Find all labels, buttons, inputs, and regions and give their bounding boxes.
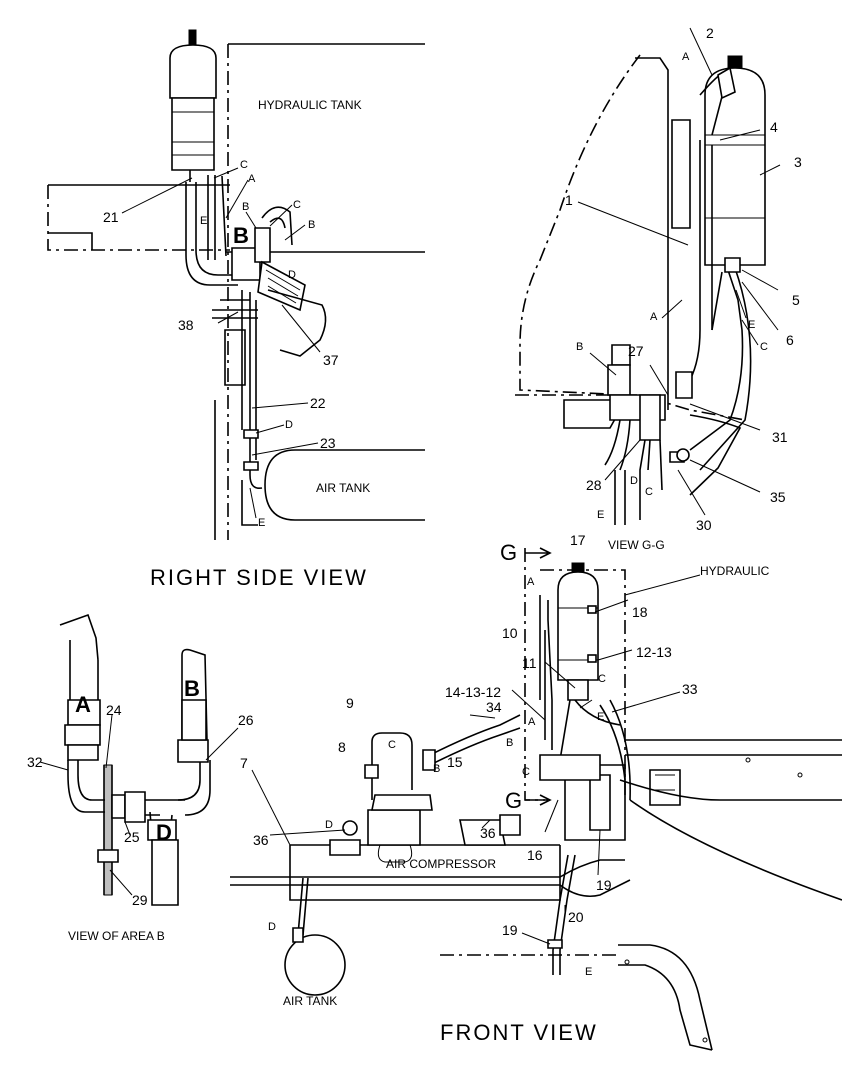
callout-15: 15 [447,754,463,770]
hose-letter: D [325,819,333,831]
area-b-marker: B [233,223,249,248]
callout-37: 37 [323,352,339,368]
view-gg-title: VIEW G-G [608,538,665,552]
callout-16: 16 [527,847,543,863]
callout-7: 7 [240,755,248,771]
hose-letter: C [598,673,606,685]
view-gg [515,27,781,525]
callout-27: 27 [628,343,644,359]
titles: RIGHT SIDE VIEW FRONT VIEW VIEW G-G VIEW… [68,538,665,1045]
air-compressor-label: AIR COMPRESSOR [386,857,496,871]
callout-34: 34 [486,699,502,715]
callout-25: 25 [124,829,140,845]
hose-letter: B [576,341,583,353]
right-side-view [47,29,425,540]
area-b-hose-d: D [156,820,172,845]
callout-32: 32 [27,754,43,770]
callout-14-13-12: 14-13-12 [445,684,501,700]
hose-letter: A [682,51,690,63]
hose-letter: E [597,711,604,723]
callout-35: 35 [770,489,786,505]
hose-letter: E [585,966,592,978]
callout-numbers: 1 2 3 4 5 6 7 8 9 10 11 12-13 14-13-12 1… [27,25,802,938]
hose-letter: E [748,319,755,331]
callout-28: 28 [586,477,602,493]
callout-38: 38 [178,317,194,333]
callout-10: 10 [502,625,518,641]
callout-24: 24 [106,702,122,718]
component-labels: HYDRAULIC TANK AIR TANK AIR TANK AIR COM… [75,98,770,1008]
hose-letter: D [285,419,293,431]
hose-letter: A [527,576,535,588]
callout-1: 1 [565,192,573,208]
callout-31: 31 [772,429,788,445]
hydraulic-reservoir [671,55,766,266]
callout-2: 2 [706,25,714,41]
hose-letter: E [597,509,604,521]
callout-33: 33 [682,681,698,697]
hose-letter: C [522,766,530,778]
air-compressor-body [289,794,561,901]
callout-19a: 19 [596,877,612,893]
hose-letter: C [388,739,396,751]
callout-9: 9 [346,695,354,711]
front-view-title: FRONT VIEW [440,1020,598,1045]
hose-letter: E [200,215,207,227]
callout-17: 17 [570,532,586,548]
hose-letter: B [506,737,513,749]
callout-23: 23 [320,435,336,451]
valve-block [231,206,306,312]
right-side-view-title: RIGHT SIDE VIEW [150,565,368,590]
callout-3: 3 [794,154,802,170]
hose-letter: C [645,486,653,498]
callout-22: 22 [310,395,326,411]
hose-letter: B [242,201,249,213]
section-mark-g-top: G [500,540,519,565]
callout-6: 6 [786,332,794,348]
callout-26: 26 [238,712,254,728]
front-reservoir [557,562,599,701]
hose-letter: C [760,341,768,353]
callout-4: 4 [770,119,778,135]
air-tank-right-label: AIR TANK [316,481,370,495]
callout-36a: 36 [253,832,269,848]
hose-letter: D [288,269,296,281]
hose-letter: A [650,311,658,323]
callout-11: 11 [522,655,537,671]
callout-5: 5 [792,292,800,308]
area-b-hose-b: B [184,676,200,701]
callout-30: 30 [696,517,712,533]
air-tank-front [284,934,346,996]
hose-letter: C [293,199,301,211]
hose-letter: D [630,475,638,487]
breather-filter [169,29,217,182]
callout-8: 8 [338,739,346,755]
hose-letter: A [528,716,536,728]
area-b-hose-a: A [75,692,91,717]
hydraulic-tank-label: HYDRAULIC TANK [258,98,362,112]
section-mark-g-bottom: G [505,788,524,813]
air-tank-front-label: AIR TANK [283,994,337,1008]
hose-letter: E [258,517,265,529]
callout-20: 20 [568,909,584,925]
callout-29: 29 [132,892,148,908]
hose-letter: A [248,173,256,185]
front-view [230,547,842,1051]
callout-12-13: 12-13 [636,644,672,660]
hose-letter: D [268,921,276,933]
air-tank-right [264,449,425,521]
hose-letter: B [433,763,440,775]
callout-18: 18 [632,604,648,620]
hose-letters: C A E B C B D D E A E C A B D C E A C A … [200,51,768,978]
callout-21: 21 [103,209,119,225]
hydraulic-front-label: HYDRAULIC [700,564,770,578]
callout-36b: 36 [480,825,496,841]
view-area-b-title: VIEW OF AREA B [68,929,165,943]
callout-19b: 19 [502,922,518,938]
hose-letter: B [308,219,315,231]
hose-letter: C [240,159,248,171]
view-area-b [39,613,239,906]
